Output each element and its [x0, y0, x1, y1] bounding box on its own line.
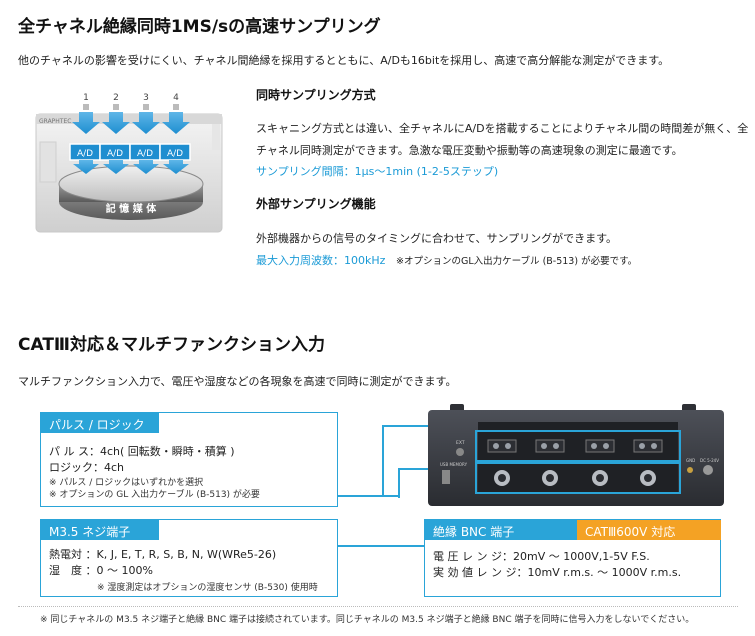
usb-label: USB MEMORY [440, 462, 468, 467]
usb-port [442, 470, 450, 484]
device-brand: GRAPHTEC [39, 118, 71, 125]
dc-label: DC 5-24V [700, 458, 719, 463]
device-top-strip [36, 114, 222, 124]
ad-label: A/D [137, 149, 153, 159]
arrow-down-icon [72, 112, 100, 134]
screw-terminals [487, 439, 663, 453]
cat-badge: CATⅢ600V 対応 [577, 520, 721, 540]
thermocouple-line: 熱電対 ：K, J, E, T, R, S, B, N, W(WRe5-26) [49, 548, 277, 561]
sync-text-line2: チャネル同時測定ができます。急激な電圧変動や振動等の高速現象の測定に最適です。 [256, 144, 683, 157]
arrow-down-icon [163, 160, 189, 174]
footnote: ※ 同じチャネルの M3.5 ネジ端子と絶縁 BNC 端子は接続されています。同… [40, 615, 695, 625]
bnc-connectors [494, 470, 656, 486]
storage-label: 記 憶 媒 体 [106, 202, 157, 215]
sampling-diagram-svg: GRAPHTEC 1 2 3 4 記 憶 媒 体 A/D A/D [35, 93, 223, 233]
ad-label: A/D [167, 149, 183, 159]
ad-label: A/D [77, 149, 93, 159]
bnc-header: 絶縁 BNC 端子 [425, 520, 577, 540]
humidity-note: ※ 湿度測定はオプションの湿度センサ (B-530) 使用時 [97, 583, 318, 593]
logic-line: ロジック：4ch [49, 461, 125, 474]
arrow-down-icon [132, 112, 160, 134]
pulse-line: パ ル ス：4ch( 回転数・瞬時・積算 ) [49, 445, 235, 458]
storage-disk-top [58, 165, 204, 203]
connector-line [382, 425, 384, 497]
humidity-line: 湿 度 ：0 〜 100% [49, 564, 153, 577]
sync-note: サンプリング間隔：1μs〜1min (1-2-5ステップ) [256, 165, 499, 178]
device-rear-panel: EXT USB MEMORY GND DC 5-24V [420, 402, 726, 508]
external-text: 外部機器からの信号のタイミングに合わせて、サンプリングができます。 [256, 232, 618, 245]
m35-header: M3.5 ネジ端子 [41, 520, 159, 540]
channel-number: 1 [83, 93, 89, 103]
connector-line [338, 545, 424, 547]
connector-line [338, 495, 398, 497]
ext-port [456, 448, 464, 456]
arrow-down-icon [102, 112, 130, 134]
arrow-down-icon [133, 160, 159, 174]
pulse-logic-header: パルス / ロジック [41, 413, 159, 433]
arrow-group [72, 112, 190, 134]
pulse-note-cable: ※ オプションの GL 入出力ケーブル (B-513) が必要 [49, 490, 260, 500]
pulse-logic-box: パルス / ロジック パ ル ス：4ch( 回転数・瞬時・積算 ) ロジック：4… [40, 412, 338, 507]
m35-terminal-box: M3.5 ネジ端子 熱電対 ：K, J, E, T, R, S, B, N, W… [40, 519, 338, 597]
arrows-to-storage [73, 160, 189, 174]
device-rear-svg: EXT USB MEMORY GND DC 5-24V [428, 404, 724, 506]
input-connectors [83, 104, 179, 110]
connector-line [398, 468, 400, 498]
section2-title: CATⅢ対応＆マルチファンクション入力 [18, 335, 325, 355]
ad-converters: A/D A/D A/D A/D [69, 143, 191, 161]
section2-lead: マルチファンクション入力で、電圧や湿度などの各現象を高速で同時に測定ができます。 [18, 375, 457, 388]
external-note-freq: 最大入力周波数：100kHz [256, 254, 386, 267]
ad-label: A/D [107, 149, 123, 159]
m35-highlight [475, 430, 681, 462]
section1-lead: 他のチャネルの影響を受けにくい、チャネル間絶縁を採用するとともに、A/Dも16b… [18, 54, 670, 67]
arrow-down-icon [162, 112, 190, 134]
external-note-cable: ※オプションのGL入出力ケーブル (B-513) が必要です。 [396, 256, 638, 267]
dc-jack [703, 465, 713, 475]
ext-label: EXT [456, 440, 465, 446]
gnd-label: GND [686, 458, 695, 463]
device-right-panel [212, 124, 220, 150]
bnc-terminal-box: 絶縁 BNC 端子 CATⅢ600V 対応 電 圧 レ ン ジ：20mV 〜 1… [424, 519, 721, 597]
footnote-divider [18, 606, 738, 607]
sync-heading: 同時サンプリング方式 [256, 88, 376, 102]
sampling-diagram: GRAPHTEC 1 2 3 4 記 憶 媒 体 A/D A/D [34, 86, 230, 236]
external-heading: 外部サンプリング機能 [256, 197, 376, 211]
sync-text-line1: スキャニング方式とは違い、全チャネルにA/Dを搭載することによりチャネル間の時間… [256, 122, 749, 135]
channel-number: 3 [143, 93, 149, 103]
section1-title: 全チャネル絶縁同時1MS/sの高速サンプリング [18, 17, 381, 37]
voltage-range-line: 電 圧 レ ン ジ：20mV 〜 1000V,1-5V F.S. [433, 550, 650, 563]
channel-number: 2 [113, 93, 119, 103]
gnd-terminal [687, 467, 693, 473]
bnc-highlight [475, 462, 681, 494]
arrow-down-icon [73, 160, 99, 174]
rms-range-line: 実 効 値 レ ン ジ：10mV r.m.s. 〜 1000V r.m.s. [433, 566, 682, 579]
device-left-panel [39, 141, 57, 183]
channel-number: 4 [173, 93, 179, 103]
pulse-note-select: ※ パルス / ロジックはいずれかを選択 [49, 478, 204, 488]
arrow-down-icon [103, 160, 129, 174]
